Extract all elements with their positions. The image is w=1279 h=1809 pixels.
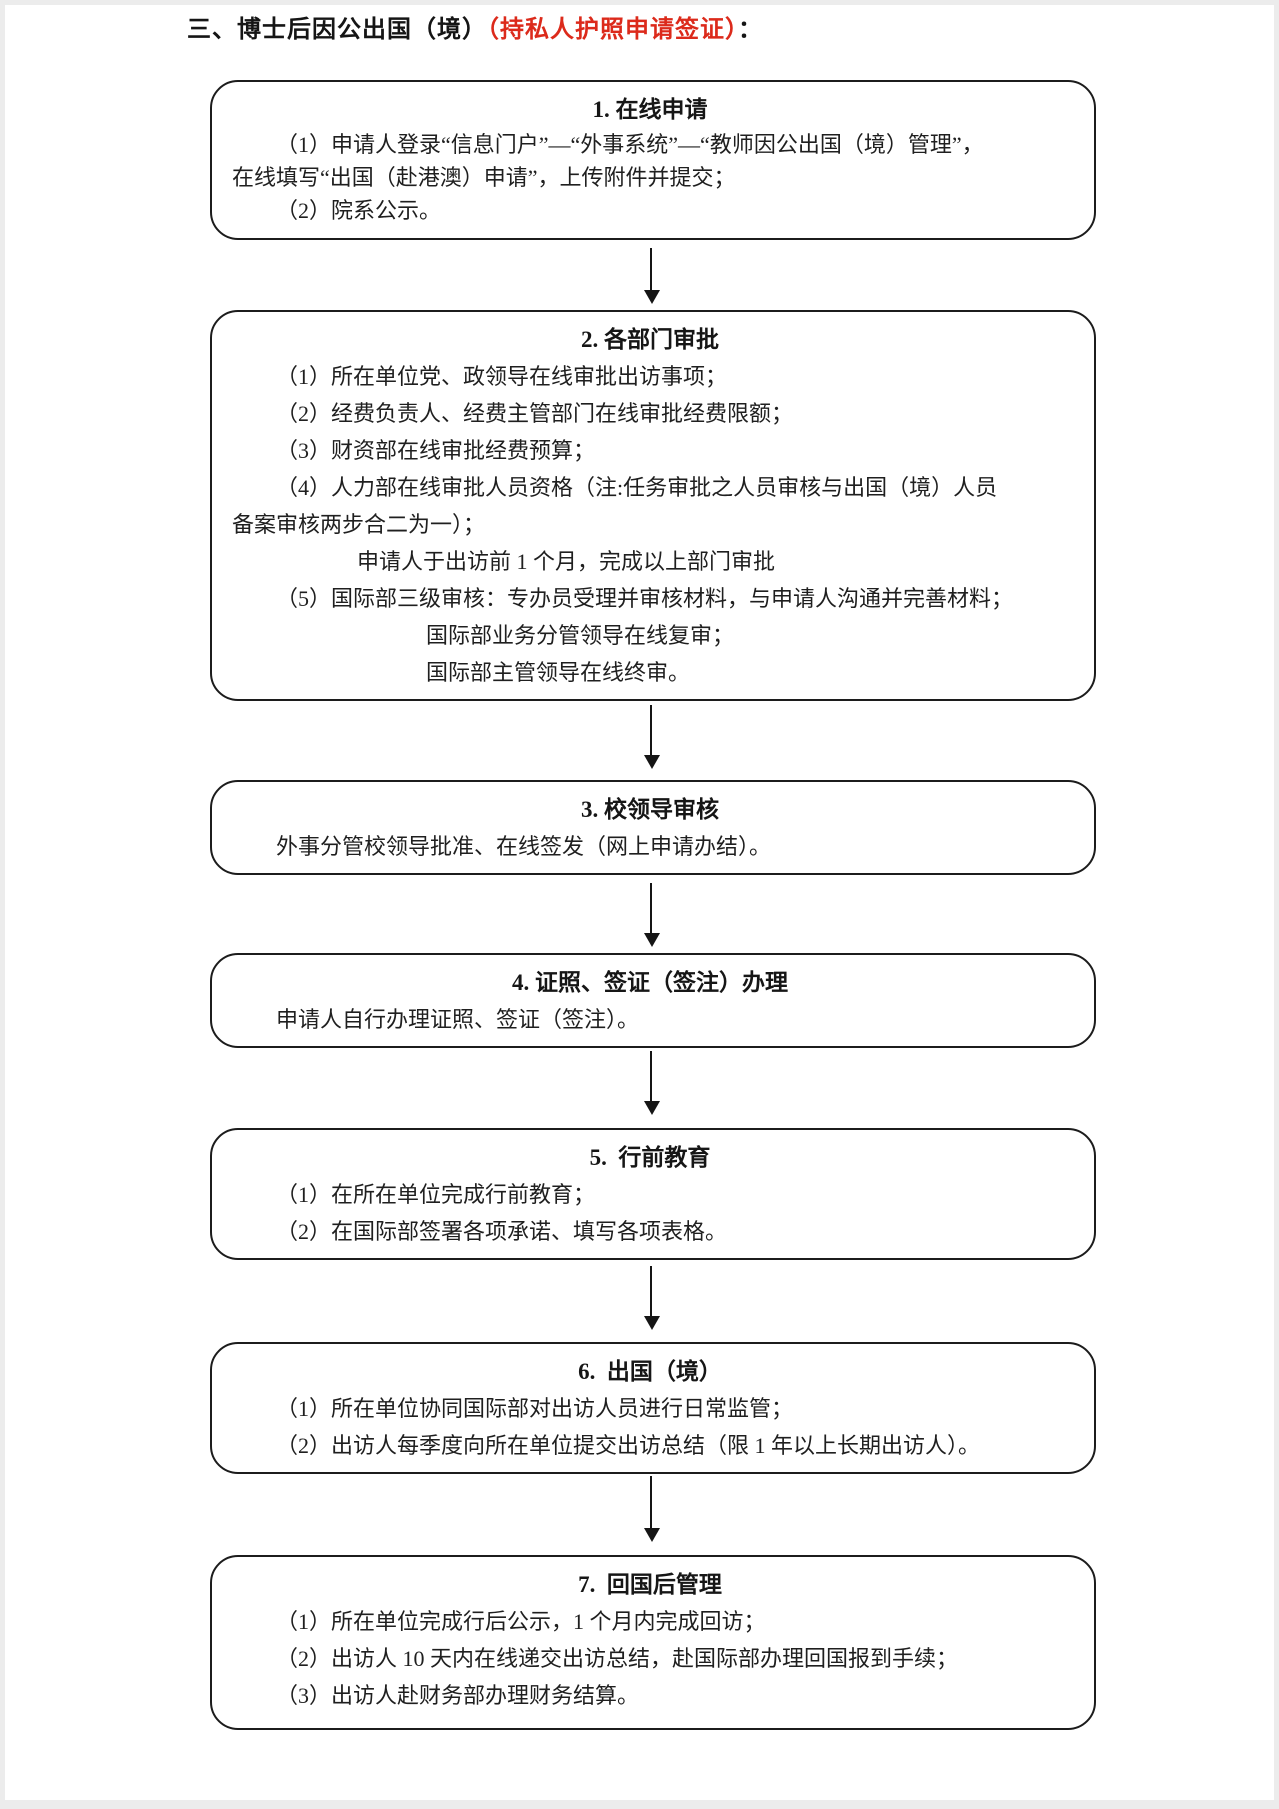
title-colon: ： (738, 17, 763, 43)
flow-step-box-6: 6. 出国（境） （1）所在单位协同国际部对出访人员进行日常监管； （2）出访人每季… (210, 1342, 1096, 1474)
step-heading: 2. 各部门审批 (581, 327, 719, 352)
down-arrow (644, 1266, 660, 1330)
step-line: 在线填写“出国（赴港澳）申请”，上传附件并提交； (232, 165, 736, 190)
arrow-shaft (650, 1051, 652, 1101)
step-line: （3）财资部在线审批经费预算； (276, 438, 596, 463)
step-line: 国际部业务分管领导在线复审； (426, 623, 735, 648)
flow-step-box-7: 7. 回国后管理 （1）所在单位完成行后公示，1 个月内完成回访； （2）出访人 1… (210, 1555, 1096, 1730)
step-line: （2）出访人 10 天内在线递交出访总结，赴国际部办理回国报到手续； (276, 1646, 959, 1671)
down-arrow (644, 705, 660, 769)
flow-step-box-2: 2. 各部门审批 （1）所在单位党、政领导在线审批出访事项； （2）经费负责人、经费… (210, 310, 1096, 701)
step-line: 外事分管校领导批准、在线签发（网上申请办结）。 (276, 834, 772, 859)
arrow-head-icon (644, 1528, 660, 1542)
step-line: （1）所在单位完成行后公示，1 个月内完成回访； (276, 1609, 766, 1634)
step-heading: 7. 回国后管理 (578, 1572, 722, 1597)
step-line: （1）所在单位党、政领导在线审批出访事项； (276, 364, 728, 389)
arrow-shaft (650, 705, 652, 755)
down-arrow (644, 1476, 660, 1542)
arrow-shaft (650, 1266, 652, 1316)
title-highlight: （持私人护照申请签证） (487, 17, 738, 43)
flow-step-box-4: 4. 证照、签证（签注）办理申请人自行办理证照、签证（签注）。 (210, 953, 1096, 1048)
step-line: 申请人于出访前 1 个月，完成以上部门审批 (357, 549, 776, 574)
step-line: （1）所在单位协同国际部对出访人员进行日常监管； (276, 1396, 794, 1421)
step-line: （1）申请人登录“信息门户”—“外事系统”—“教师因公出国（境）管理”， (276, 132, 984, 157)
down-arrow (644, 883, 660, 947)
document-page: 三、博士后因公出国（境）（持私人护照申请签证）： 1. 在线申请 （1）申请人登录… (5, 5, 1274, 1800)
step-line: 备案审核两步合二为一）； (232, 512, 486, 537)
step-heading: 3. 校领导审核 (581, 797, 719, 822)
arrow-shaft (650, 883, 652, 933)
step-line: （2）院系公示。 (276, 198, 442, 223)
step-line: 申请人自行办理证照、签证（签注）。 (276, 1007, 640, 1032)
step-line: （2）出访人每季度向所在单位提交出访总结（限 1 年以上长期出访人）。 (276, 1433, 981, 1458)
arrow-shaft (650, 1476, 652, 1528)
step-line: （5）国际部三级审核：专办员受理并审核材料，与申请人沟通并完善材料； (276, 586, 1014, 611)
arrow-head-icon (644, 1316, 660, 1330)
arrow-head-icon (644, 755, 660, 769)
step-heading: 4. 证照、签证（签注）办理 (512, 970, 788, 995)
arrow-head-icon (644, 290, 660, 304)
step-line: （2）经费负责人、经费主管部门在线审批经费限额； (276, 401, 794, 426)
flow-step-box-3: 3. 校领导审核外事分管校领导批准、在线签发（网上申请办结）。 (210, 780, 1096, 875)
arrow-shaft (650, 248, 652, 290)
title-prefix: 三、博士后因公出国（境） (187, 17, 487, 43)
step-heading: 5. 行前教育 (589, 1145, 711, 1170)
step-line: （3）出访人赴财务部办理财务结算。 (276, 1683, 640, 1708)
flow-step-box-1: 1. 在线申请 （1）申请人登录“信息门户”—“外事系统”—“教师因公出国（境）管… (210, 80, 1096, 240)
step-line: （2）在国际部签署各项承诺、填写各项表格。 (276, 1219, 728, 1244)
flow-step-box-5: 5. 行前教育 （1）在所在单位完成行前教育； （2）在国际部签署各项承诺、填写各项… (210, 1128, 1096, 1260)
down-arrow (644, 1051, 660, 1115)
arrow-head-icon (644, 1101, 660, 1115)
step-heading: 1. 在线申请 (592, 97, 708, 122)
document-title: 三、博士后因公出国（境）（持私人护照申请签证）： (187, 9, 763, 44)
step-line: 国际部主管领导在线终审。 (426, 660, 691, 685)
step-heading: 6. 出国（境） (578, 1359, 722, 1384)
step-line: （4）人力部在线审批人员资格（注:任务审批之人员审核与出国（境）人员 (276, 475, 998, 500)
arrow-head-icon (644, 933, 660, 947)
step-line: （1）在所在单位完成行前教育； (276, 1182, 596, 1207)
down-arrow (644, 248, 660, 304)
